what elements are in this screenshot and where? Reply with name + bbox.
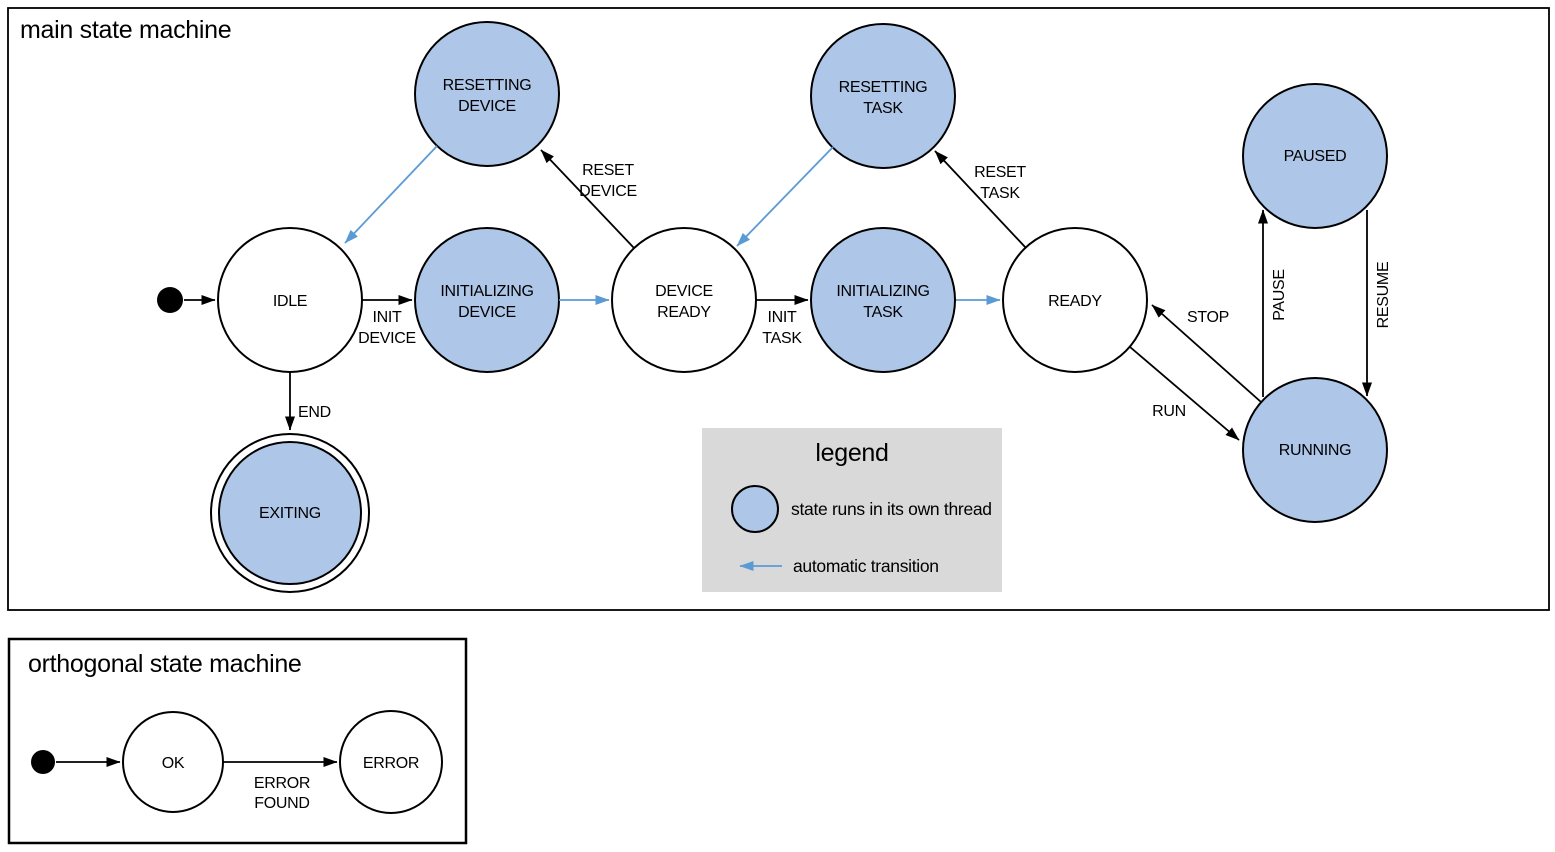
transition-reset-device-arrow <box>540 149 635 249</box>
transition-auto-resetting-device-to-idle-arrow <box>344 145 438 244</box>
orthogonal-title: orthogonal state machine <box>28 650 302 678</box>
transition-resume-label: RESUME <box>1375 262 1392 329</box>
transition-reset-device-label-line1: RESET <box>582 162 634 179</box>
state-error <box>339 710 443 814</box>
state-resetting-device-label-line2: DEVICE <box>458 98 516 115</box>
state-running <box>1242 377 1388 523</box>
state-paused <box>1242 83 1388 229</box>
state-paused-label: PAUSED <box>1284 148 1347 165</box>
state-initializing-task-label-line2: TASK <box>863 304 903 321</box>
transition-end-label: END <box>298 404 331 421</box>
transition-auto-resetting-task-to-device-ready-arrow <box>736 146 834 247</box>
transition-pause-label: PAUSE <box>1271 269 1288 321</box>
transition-init-task-label-line2: TASK <box>762 330 802 347</box>
state-resetting-task-label-line1: RESETTING <box>839 79 928 96</box>
state-initializing-device-label-line1: INITIALIZING <box>440 283 533 300</box>
state-initializing-device <box>414 227 560 373</box>
orthogonal-state-machine-panel: orthogonal state machine OK ERROR FOUND … <box>7 637 468 845</box>
orthogonal-frame <box>7 637 468 845</box>
state-initializing-device-label-line2: DEVICE <box>458 304 516 321</box>
transition-error-found-label-line1: ERROR <box>254 775 310 792</box>
main-title: main state machine <box>20 16 231 44</box>
legend-thread-label: state runs in its own thread <box>791 499 992 519</box>
main-state-machine-panel: main state machine IDLE INITIALIZING DEV… <box>7 7 1550 611</box>
transition-reset-task-arrow <box>934 150 1027 249</box>
transition-init-device-label-line1: INIT <box>372 309 402 326</box>
state-resetting-task <box>810 23 956 169</box>
transition-run-label: RUN <box>1152 403 1186 420</box>
transition-reset-device-label-line2: DEVICE <box>579 183 637 200</box>
legend-thread-state-icon <box>731 485 779 533</box>
transition-reset-task-label-line1: RESET <box>974 164 1026 181</box>
legend-title: legend <box>815 439 888 467</box>
state-device-ready-label-line2: READY <box>657 304 711 321</box>
state-resetting-device <box>414 21 560 167</box>
transition-stop-arrow <box>1151 304 1262 403</box>
state-exiting-label: EXITING <box>259 505 321 522</box>
state-exiting <box>218 441 362 585</box>
legend: legend state runs in its own thread auto… <box>702 428 1002 592</box>
state-error-label: ERROR <box>363 755 419 772</box>
legend-auto-label: automatic transition <box>793 556 939 576</box>
initial-pseudostate <box>157 287 183 313</box>
state-resetting-task-label-line2: TASK <box>863 100 903 117</box>
transition-init-task-label-line1: INIT <box>767 309 797 326</box>
transition-init-device-label-line2: DEVICE <box>358 330 416 347</box>
transition-run-arrow <box>1129 346 1240 441</box>
state-device-ready-label-line1: DEVICE <box>655 283 713 300</box>
state-ok-label: OK <box>162 755 185 772</box>
transition-reset-task-label-line2: TASK <box>980 185 1020 202</box>
state-initializing-task <box>810 227 956 373</box>
state-resetting-device-label-line1: RESETTING <box>443 77 532 94</box>
state-running-label: RUNNING <box>1279 442 1352 459</box>
state-ready <box>1002 227 1148 373</box>
orthogonal-initial-pseudostate <box>31 750 55 774</box>
state-device-ready <box>611 227 757 373</box>
main-frame <box>7 7 1550 611</box>
state-ready-label: READY <box>1048 293 1102 310</box>
transition-error-found-label-line2: FOUND <box>254 795 309 812</box>
transition-stop-label: STOP <box>1187 309 1229 326</box>
state-idle-label: IDLE <box>273 293 307 310</box>
state-initializing-task-label-line1: INITIALIZING <box>836 283 929 300</box>
